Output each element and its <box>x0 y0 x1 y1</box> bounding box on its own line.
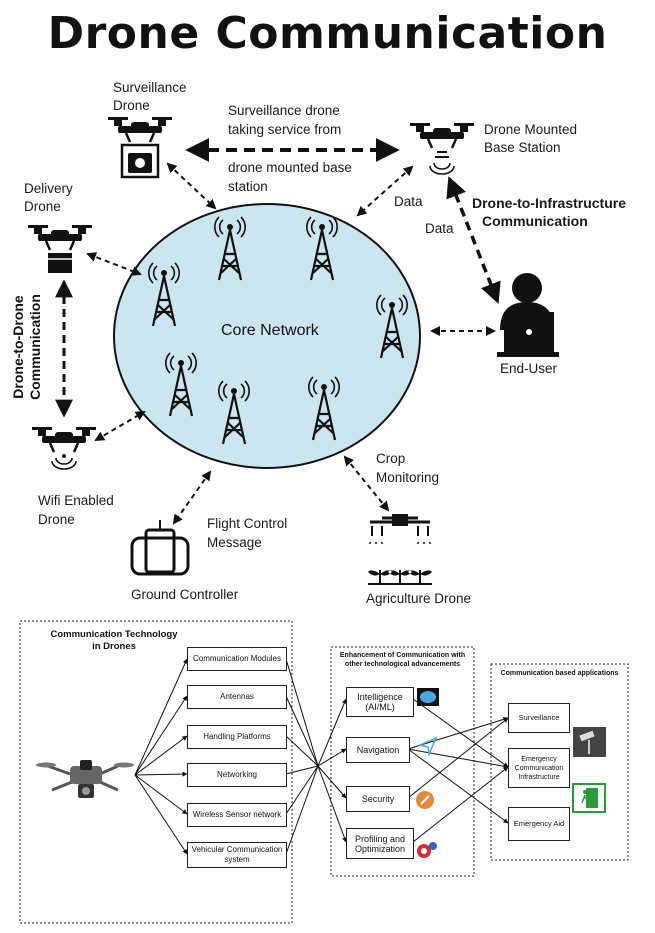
technology-diagram <box>19 620 629 924</box>
panel-enhancement <box>330 646 475 877</box>
delivery-drone-icon <box>26 223 94 273</box>
tech-panel-title-2: in Drones <box>92 641 136 652</box>
tech-panel-title-1: Communication Technology <box>50 629 178 640</box>
end-user-icon <box>497 273 559 357</box>
flight-control-label-2: Message <box>207 535 262 550</box>
ground-controller-label: Ground Controller <box>131 587 239 602</box>
crop-label-2: Monitoring <box>376 470 440 485</box>
brain-icon <box>417 688 439 706</box>
tech-panel-title: Communication Technology in Drones <box>34 629 194 653</box>
d2i-label-1: Drone-to-Infrastructure <box>472 195 627 211</box>
core-network-ellipse <box>113 203 421 469</box>
surveillance-text-3: drone mounted base <box>228 160 352 175</box>
d2d-label-2: Communication <box>27 294 43 400</box>
arrow <box>172 470 212 525</box>
arrow <box>166 162 217 210</box>
d2i-arrow <box>446 176 501 304</box>
arrow <box>94 410 146 442</box>
agriculture-drone-label: Agriculture Drone <box>366 591 472 606</box>
enh-box-profiling: Profiling and Optimization <box>346 828 414 859</box>
optimization-icon <box>417 842 437 858</box>
panel-applications <box>490 663 629 861</box>
page-title: Drone Communication <box>47 8 608 59</box>
applications-panel-title: Communication based applications <box>500 670 619 677</box>
core-network-label: Core Network <box>221 322 319 339</box>
security-icon <box>416 791 434 809</box>
wifi-drone-label-1: Wifi Enabled <box>38 493 114 508</box>
arrow <box>343 455 390 512</box>
enh-box-intelligence: Intelligence (AI/ML) <box>346 687 414 717</box>
end-user-label: End-User <box>500 361 558 376</box>
panel-tech <box>19 620 293 924</box>
surveillance-text-2: taking service from <box>228 122 342 137</box>
tech-box-vehicular-communication: Vehicular Communication system <box>187 842 287 868</box>
base-station-label: Drone Mounted Base Station <box>484 122 578 155</box>
app-box-emergency-aid: Emergency Aid <box>508 807 570 841</box>
d2d-label: Drone-to-Drone Communication <box>10 272 44 422</box>
arrow <box>86 252 142 276</box>
wifi-drone-label-2: Drone <box>38 512 75 527</box>
network-diagram <box>26 115 559 585</box>
surveillance-drone-label: Surveillance Drone <box>113 80 187 113</box>
base-station-drone-icon <box>408 121 476 175</box>
wifi-drone-icon <box>30 425 98 470</box>
data-label-2: Data <box>425 221 454 236</box>
d2d-label-1: Drone-to-Drone <box>10 295 26 399</box>
app-box-emergency-communication: Emergency Communication Infrastructure <box>508 748 570 788</box>
tech-box-wireless-sensor-network: Wireless Sensor network <box>187 803 287 827</box>
d2i-label-2: Communication <box>482 213 588 229</box>
delivery-drone-label: Delivery Drone <box>24 181 73 214</box>
app-box-surveillance: Surveillance <box>508 703 570 733</box>
enhancement-panel-title: Enhancement of Communication with other … <box>339 652 466 668</box>
surveillance-drone-icon <box>106 115 174 179</box>
arrow <box>356 165 414 217</box>
emergency-exit-icon <box>572 783 606 813</box>
crop-label-1: Crop <box>376 451 406 466</box>
surveillance-text-4: station <box>228 179 268 194</box>
ground-controller-icon <box>130 520 190 576</box>
surveillance-camera-icon <box>573 727 606 757</box>
tech-box-antennas: Antennas <box>187 685 287 709</box>
enh-box-security: Security <box>346 786 410 812</box>
enh-box-navigation: Navigation <box>346 737 410 763</box>
tech-box-communication-modules: Communication Modules <box>187 647 287 671</box>
agriculture-drone-icon <box>368 514 432 585</box>
surveillance-text-1: Surveillance drone <box>228 103 340 118</box>
flight-control-label-1: Flight Control <box>207 516 288 531</box>
tech-box-networking: Networking <box>187 763 287 787</box>
tech-box-handling-platforms: Handling Platforms <box>187 725 287 749</box>
navigation-icon <box>417 736 438 757</box>
data-label-1: Data <box>394 194 423 209</box>
quadcopter-icon <box>36 760 134 798</box>
